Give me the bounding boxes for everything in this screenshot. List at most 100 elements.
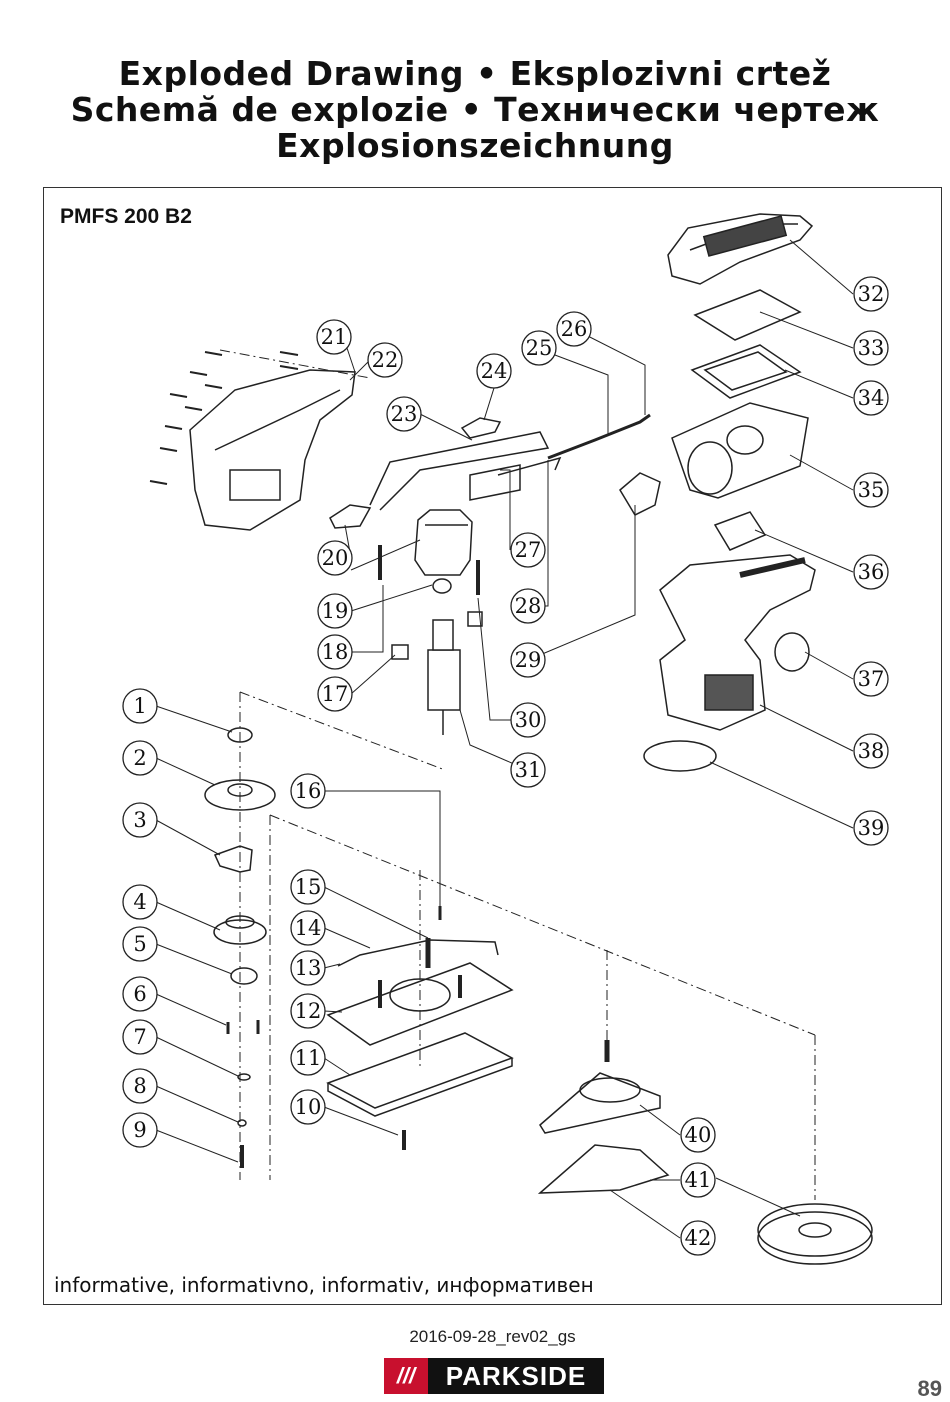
callout-35: 35 xyxy=(853,472,889,508)
callout-number: 21 xyxy=(321,325,348,349)
callout-10: 10 xyxy=(290,1089,326,1125)
callout-circle xyxy=(290,869,326,905)
callout-number: 39 xyxy=(858,816,885,840)
callout-circle xyxy=(510,532,546,568)
callout-27: 27 xyxy=(510,532,546,568)
callout-number: 42 xyxy=(685,1226,712,1250)
callout-circle xyxy=(680,1162,716,1198)
callout-number: 32 xyxy=(858,282,885,306)
dashed-axes xyxy=(219,349,816,1200)
callout-circle xyxy=(853,472,889,508)
callout-number: 7 xyxy=(133,1025,146,1049)
part-39-belt xyxy=(643,740,717,772)
title-line-2: Schemă de explozie • Технически чертеж xyxy=(70,90,880,129)
callout-circle xyxy=(853,661,889,697)
callout-circle xyxy=(122,802,158,838)
callout-circle xyxy=(317,540,353,576)
callout-number: 8 xyxy=(133,1074,146,1098)
callout-6: 6 xyxy=(122,976,158,1012)
callout-circle xyxy=(122,976,158,1012)
callout-circle xyxy=(122,1112,158,1148)
callout-circle xyxy=(290,950,326,986)
callout-circle xyxy=(853,554,889,590)
part-31-armature xyxy=(427,619,461,735)
callout-circle xyxy=(290,773,326,809)
part-40-delta-plate xyxy=(539,1040,661,1134)
callout-25: 25 xyxy=(521,330,557,366)
callout-29: 29 xyxy=(510,642,546,678)
part-14-wire xyxy=(337,939,499,967)
callout-number: 34 xyxy=(858,386,885,410)
callout-13: 13 xyxy=(290,950,326,986)
callout-37: 37 xyxy=(853,661,889,697)
callout-circle xyxy=(122,884,158,920)
callout-circle xyxy=(521,330,557,366)
part-36-adapter xyxy=(713,511,767,551)
part-7-washer xyxy=(237,1073,251,1081)
part-34-filter-frame xyxy=(690,344,802,399)
callout-number: 29 xyxy=(515,648,542,672)
callout-circle xyxy=(853,810,889,846)
callout-number: 38 xyxy=(858,739,885,763)
callout-34: 34 xyxy=(853,380,889,416)
callout-number: 36 xyxy=(858,560,885,584)
callout-1: 1 xyxy=(122,688,158,724)
callout-2: 2 xyxy=(122,740,158,776)
callout-number: 23 xyxy=(391,402,418,426)
callout-circle xyxy=(510,702,546,738)
callout-number: 13 xyxy=(295,956,322,980)
callout-20: 20 xyxy=(317,540,353,576)
callout-18: 18 xyxy=(317,634,353,670)
informative-note: informative, informativno, informativ, и… xyxy=(54,1273,594,1297)
callout-circle xyxy=(853,330,889,366)
callout-number: 6 xyxy=(133,982,146,1006)
part-wiring xyxy=(329,413,651,529)
callout-circle xyxy=(122,688,158,724)
callout-number: 4 xyxy=(133,890,146,914)
part-8-washer xyxy=(237,1119,247,1127)
callout-number: 35 xyxy=(858,478,885,502)
part-3-counterweight xyxy=(213,845,253,873)
callout-number: 33 xyxy=(858,336,885,360)
part-35-dust-box xyxy=(671,402,809,499)
callout-26: 26 xyxy=(556,311,592,347)
callout-number: 19 xyxy=(322,599,349,623)
page-number: 89 xyxy=(917,1376,942,1401)
callout-12: 12 xyxy=(290,993,326,1029)
part-18-bearing xyxy=(432,578,452,594)
callout-number: 37 xyxy=(858,667,885,691)
callout-number: 30 xyxy=(515,708,542,732)
logo-text: PARKSIDE xyxy=(445,1360,587,1391)
callout-number: 24 xyxy=(481,359,508,383)
part-22-housing-half xyxy=(189,369,356,531)
callout-circle xyxy=(122,926,158,962)
part-38-housing xyxy=(659,554,816,731)
callout-40: 40 xyxy=(680,1117,716,1153)
part-33-filter-plate xyxy=(693,289,802,341)
callout-circle xyxy=(317,593,353,629)
callout-circle xyxy=(290,910,326,946)
callout-circle xyxy=(290,1040,326,1076)
callout-16: 16 xyxy=(290,773,326,809)
diagram-frame xyxy=(43,187,942,1305)
callout-circle xyxy=(122,1019,158,1055)
callout-38: 38 xyxy=(853,733,889,769)
callout-circle xyxy=(122,1068,158,1104)
callout-number: 41 xyxy=(685,1168,712,1192)
callout-17: 17 xyxy=(317,676,353,712)
callout-number: 40 xyxy=(685,1123,712,1147)
parts-drawing xyxy=(149,213,873,1265)
callout-22: 22 xyxy=(367,342,403,378)
callout-circle xyxy=(317,676,353,712)
callout-7: 7 xyxy=(122,1019,158,1055)
callout-number: 27 xyxy=(515,538,542,562)
callout-circle xyxy=(680,1220,716,1256)
callout-33: 33 xyxy=(853,330,889,366)
part-19-stator xyxy=(378,509,480,595)
callout-circle xyxy=(510,588,546,624)
callout-number: 28 xyxy=(515,594,542,618)
title-line-3: Explosionszeichnung xyxy=(276,126,674,165)
callout-30: 30 xyxy=(510,702,546,738)
callout-21: 21 xyxy=(316,319,352,355)
callout-number: 22 xyxy=(372,348,399,372)
